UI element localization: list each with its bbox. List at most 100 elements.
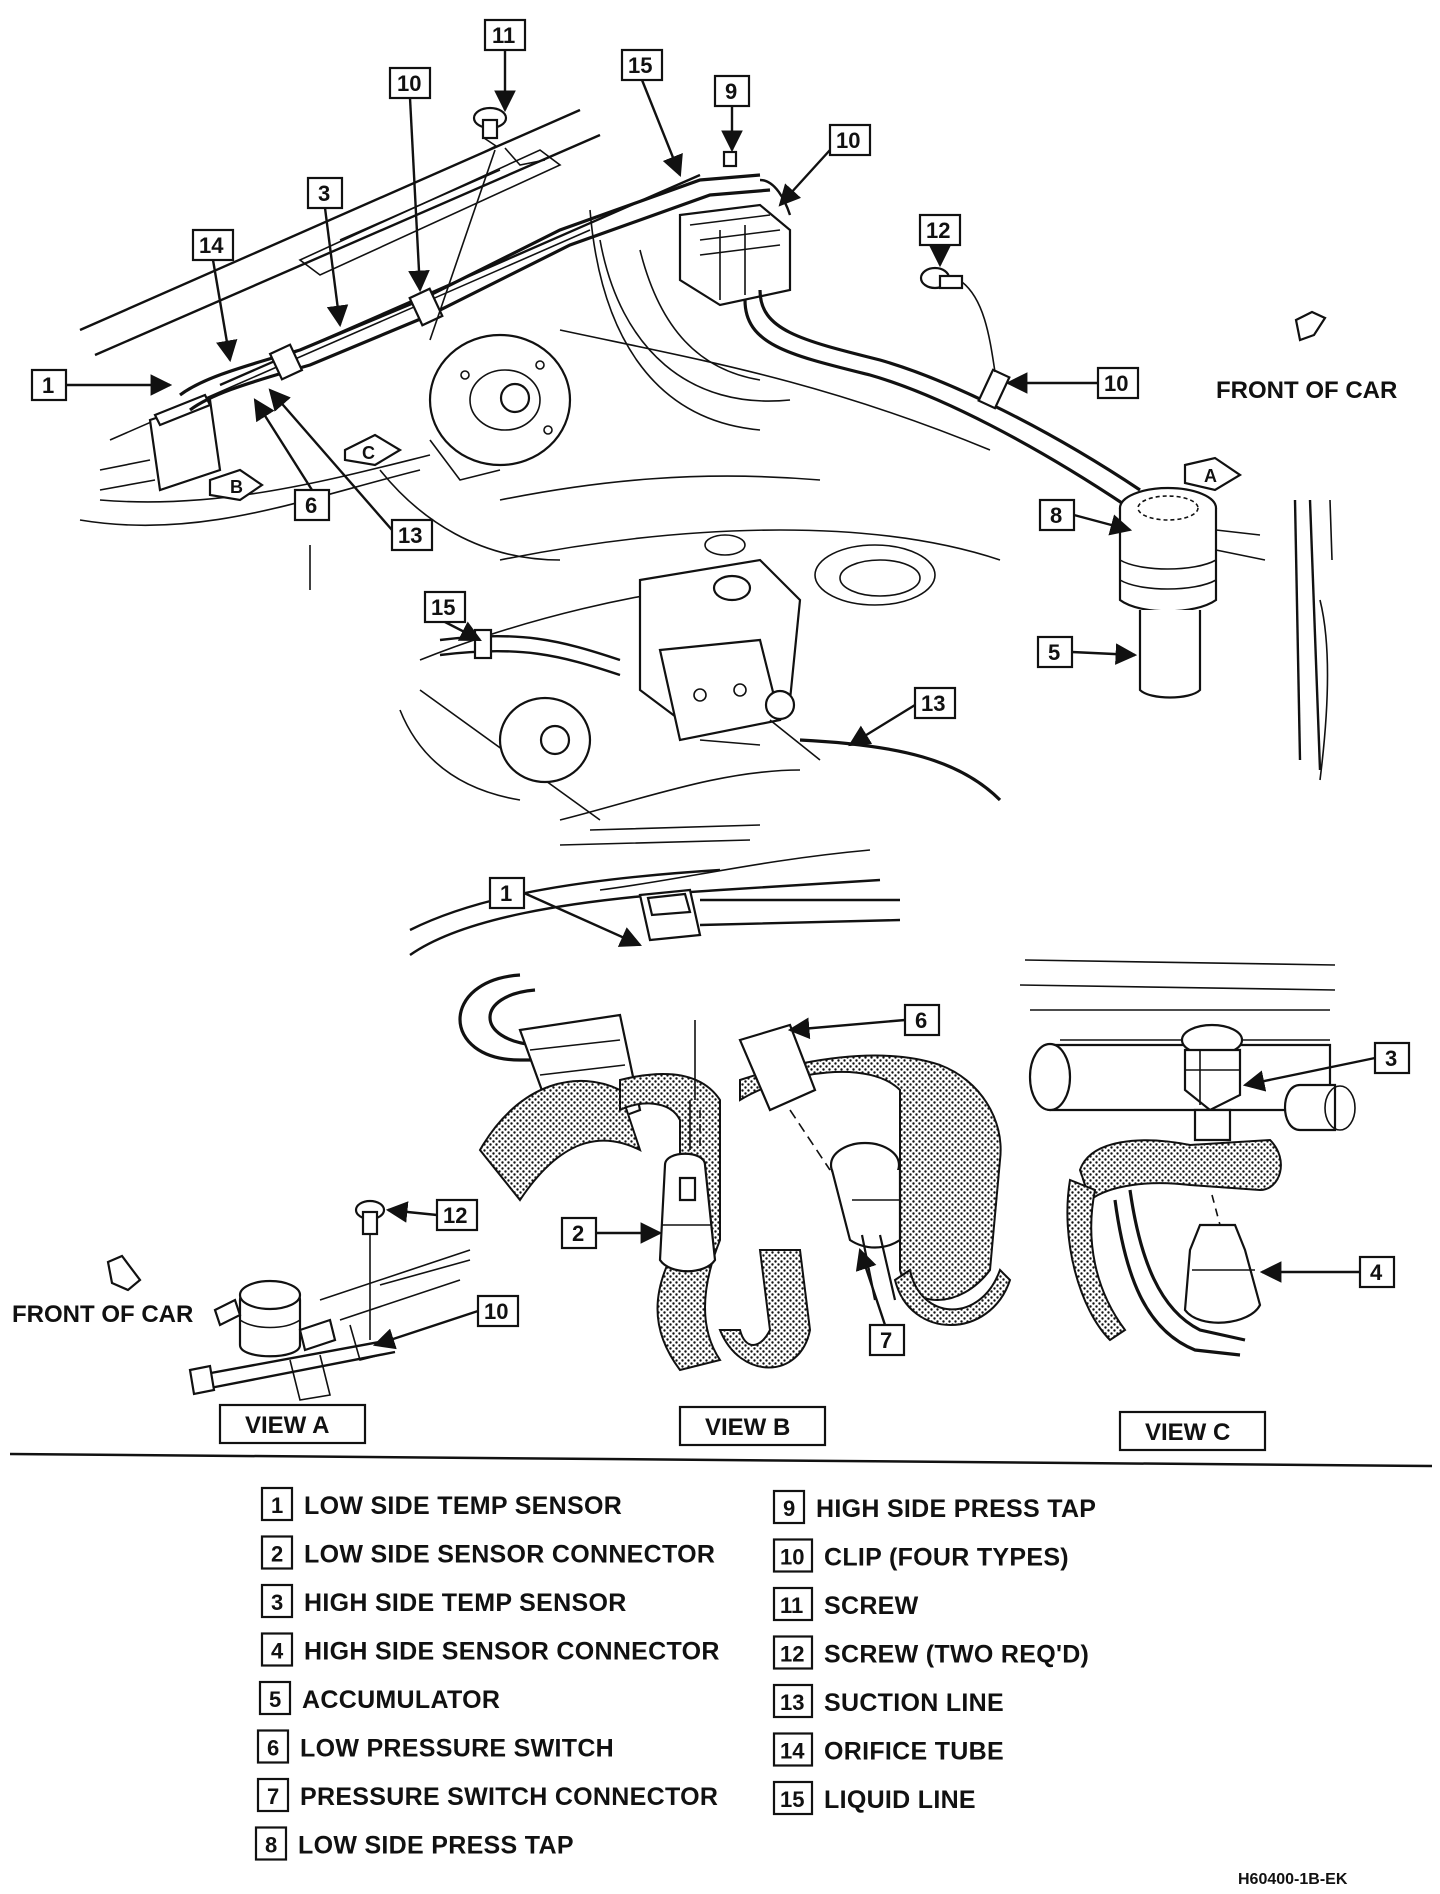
legend-number-box — [260, 1486, 294, 1522]
legend-label: LIQUID LINE — [824, 1786, 976, 1814]
callout-1b: 1 — [500, 881, 512, 906]
view-b-label: VIEW B — [678, 1405, 827, 1447]
legend-number: 9 — [783, 1496, 795, 1521]
low-side-sensor-connector — [658, 1020, 717, 1273]
view-a-callouts: 12 10 — [372, 1198, 520, 1350]
brake-booster — [589, 209, 791, 431]
legend-item: 1 LOW SIDE TEMP SENSOR — [260, 1486, 622, 1522]
legend-item: 3 HIGH SIDE TEMP SENSOR — [260, 1583, 627, 1619]
legend-number: 7 — [267, 1784, 279, 1809]
pressure-switch-connector — [829, 1141, 902, 1301]
legend-number: 1 — [271, 1493, 283, 1518]
legend-label: LOW SIDE TEMP SENSOR — [304, 1492, 622, 1520]
callout-9: 9 — [725, 79, 737, 104]
front-of-car-arrow-left — [106, 1254, 142, 1292]
callout-15a: 15 — [628, 53, 652, 78]
callout-10b: 10 — [836, 128, 860, 153]
callout-13a: 13 — [398, 523, 422, 548]
callout-7: 7 — [880, 1328, 892, 1353]
svg-text:C: C — [362, 443, 375, 463]
screw-12-lower-icon — [354, 1199, 386, 1340]
view-a-illustration — [188, 1199, 471, 1401]
legend-number-box — [772, 1732, 814, 1767]
accumulator — [1118, 486, 1266, 699]
legend-label: SUCTION LINE — [824, 1689, 1004, 1717]
legend-item: 14 ORIFICE TUBE — [772, 1732, 1004, 1767]
legend-label: SCREW (TWO REQ'D) — [824, 1641, 1089, 1669]
callout-10a: 10 — [397, 71, 421, 96]
legend-item: 9 HIGH SIDE PRESS TAP — [772, 1489, 1096, 1525]
callout-11: 11 — [492, 23, 515, 48]
legend-number: 3 — [271, 1590, 283, 1615]
master-cylinder-area — [399, 529, 1002, 821]
legend-number: 8 — [265, 1833, 277, 1858]
legend-number-box — [772, 1538, 814, 1573]
legend-item: 8 LOW SIDE PRESS TAP — [254, 1826, 574, 1861]
callout-1a: 1 — [42, 373, 54, 398]
callout-3b: 3 — [1385, 1046, 1397, 1071]
legend-item: 7 PRESSURE SWITCH CONNECTOR — [256, 1777, 718, 1813]
callout-12b: 12 — [443, 1203, 467, 1228]
svg-text:VIEW B: VIEW B — [705, 1414, 790, 1441]
legend-number-box — [772, 1780, 814, 1816]
legend-label: HIGH SIDE PRESS TAP — [816, 1495, 1096, 1523]
legend-number-box — [772, 1489, 806, 1525]
callout-8: 8 — [1050, 503, 1062, 528]
view-a-marker: A — [1183, 456, 1243, 492]
legend-number: 15 — [780, 1787, 804, 1812]
legend-number: 14 — [780, 1739, 805, 1764]
view-b-marker: B — [208, 468, 264, 502]
legend-number-box — [256, 1729, 290, 1764]
callout-3a: 3 — [318, 181, 330, 206]
legend-number-box — [260, 1583, 294, 1619]
legend-number: 4 — [271, 1639, 284, 1664]
legend-number-box — [260, 1632, 294, 1667]
view-b-illustration — [409, 849, 1012, 1372]
legend-label: ACCUMULATOR — [302, 1686, 500, 1714]
callout-12a: 12 — [926, 218, 950, 243]
legend-number-box — [772, 1683, 814, 1719]
legend-number: 2 — [271, 1542, 283, 1567]
view-c-marker: C — [343, 433, 403, 467]
legend-divider — [9, 1452, 1433, 1468]
callout-4: 4 — [1370, 1260, 1383, 1285]
callout-13b: 13 — [921, 691, 945, 716]
legend-number-box — [254, 1826, 288, 1861]
engine-bay-main-view: B C A FRONT OF CAR — [79, 106, 1397, 821]
evaporator-fitting-block — [678, 203, 792, 307]
view-c-label: VIEW C — [1118, 1410, 1267, 1452]
legend-number: 12 — [780, 1642, 804, 1667]
legend-label: LOW SIDE PRESS TAP — [298, 1832, 574, 1860]
view-a-label: VIEW A — [218, 1403, 367, 1445]
legend-number-box — [772, 1586, 814, 1622]
screw-12-top-icon — [919, 266, 996, 373]
view-c-illustration — [1019, 959, 1356, 1357]
legend-number-box — [260, 1535, 294, 1570]
callout-6a: 6 — [305, 493, 317, 518]
front-of-car-arrow-top — [1294, 310, 1327, 342]
callout-6b: 6 — [915, 1008, 927, 1033]
svg-text:VIEW A: VIEW A — [245, 1412, 329, 1439]
legend-label: HIGH SIDE SENSOR CONNECTOR — [304, 1638, 720, 1666]
legend-number: 5 — [269, 1687, 281, 1712]
legend-label: HIGH SIDE TEMP SENSOR — [304, 1589, 627, 1617]
callout-14: 14 — [199, 233, 224, 258]
front-of-car-label-top: FRONT OF CAR — [1216, 377, 1397, 404]
legend-item: 5 ACCUMULATOR — [258, 1680, 500, 1716]
legend-label: PRESSURE SWITCH CONNECTOR — [300, 1783, 718, 1811]
svg-text:A: A — [1204, 466, 1217, 486]
legend-label: CLIP (FOUR TYPES) — [824, 1544, 1069, 1572]
legend-label: ORIFICE TUBE — [824, 1738, 1004, 1766]
front-of-car-label-left: FRONT OF CAR — [12, 1301, 193, 1328]
legend-label: LOW PRESSURE SWITCH — [300, 1735, 614, 1763]
legend-number-box — [772, 1635, 814, 1670]
legend-item: 12 SCREW (TWO REQ'D) — [772, 1635, 1089, 1670]
screw-11-icon — [472, 106, 508, 153]
